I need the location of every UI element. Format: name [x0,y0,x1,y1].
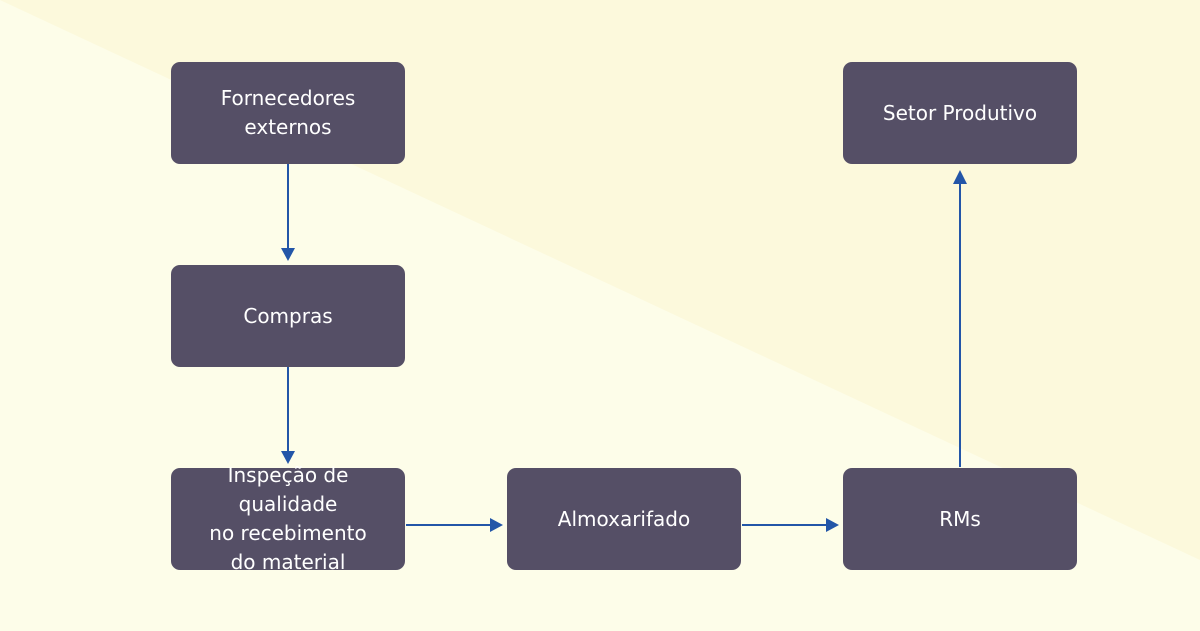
node-compras: Compras [171,265,405,367]
node-inspecao-qualidade: Inspeção de qualidade no recebimento do … [171,463,405,574]
node-rms: RMs [843,468,1077,570]
node-almoxarifado: Almoxarifado [507,468,741,570]
node-setor-produtivo: Setor Produtivo [843,62,1077,164]
node-fornecedores-externos: Fornecedores externos [171,62,405,164]
